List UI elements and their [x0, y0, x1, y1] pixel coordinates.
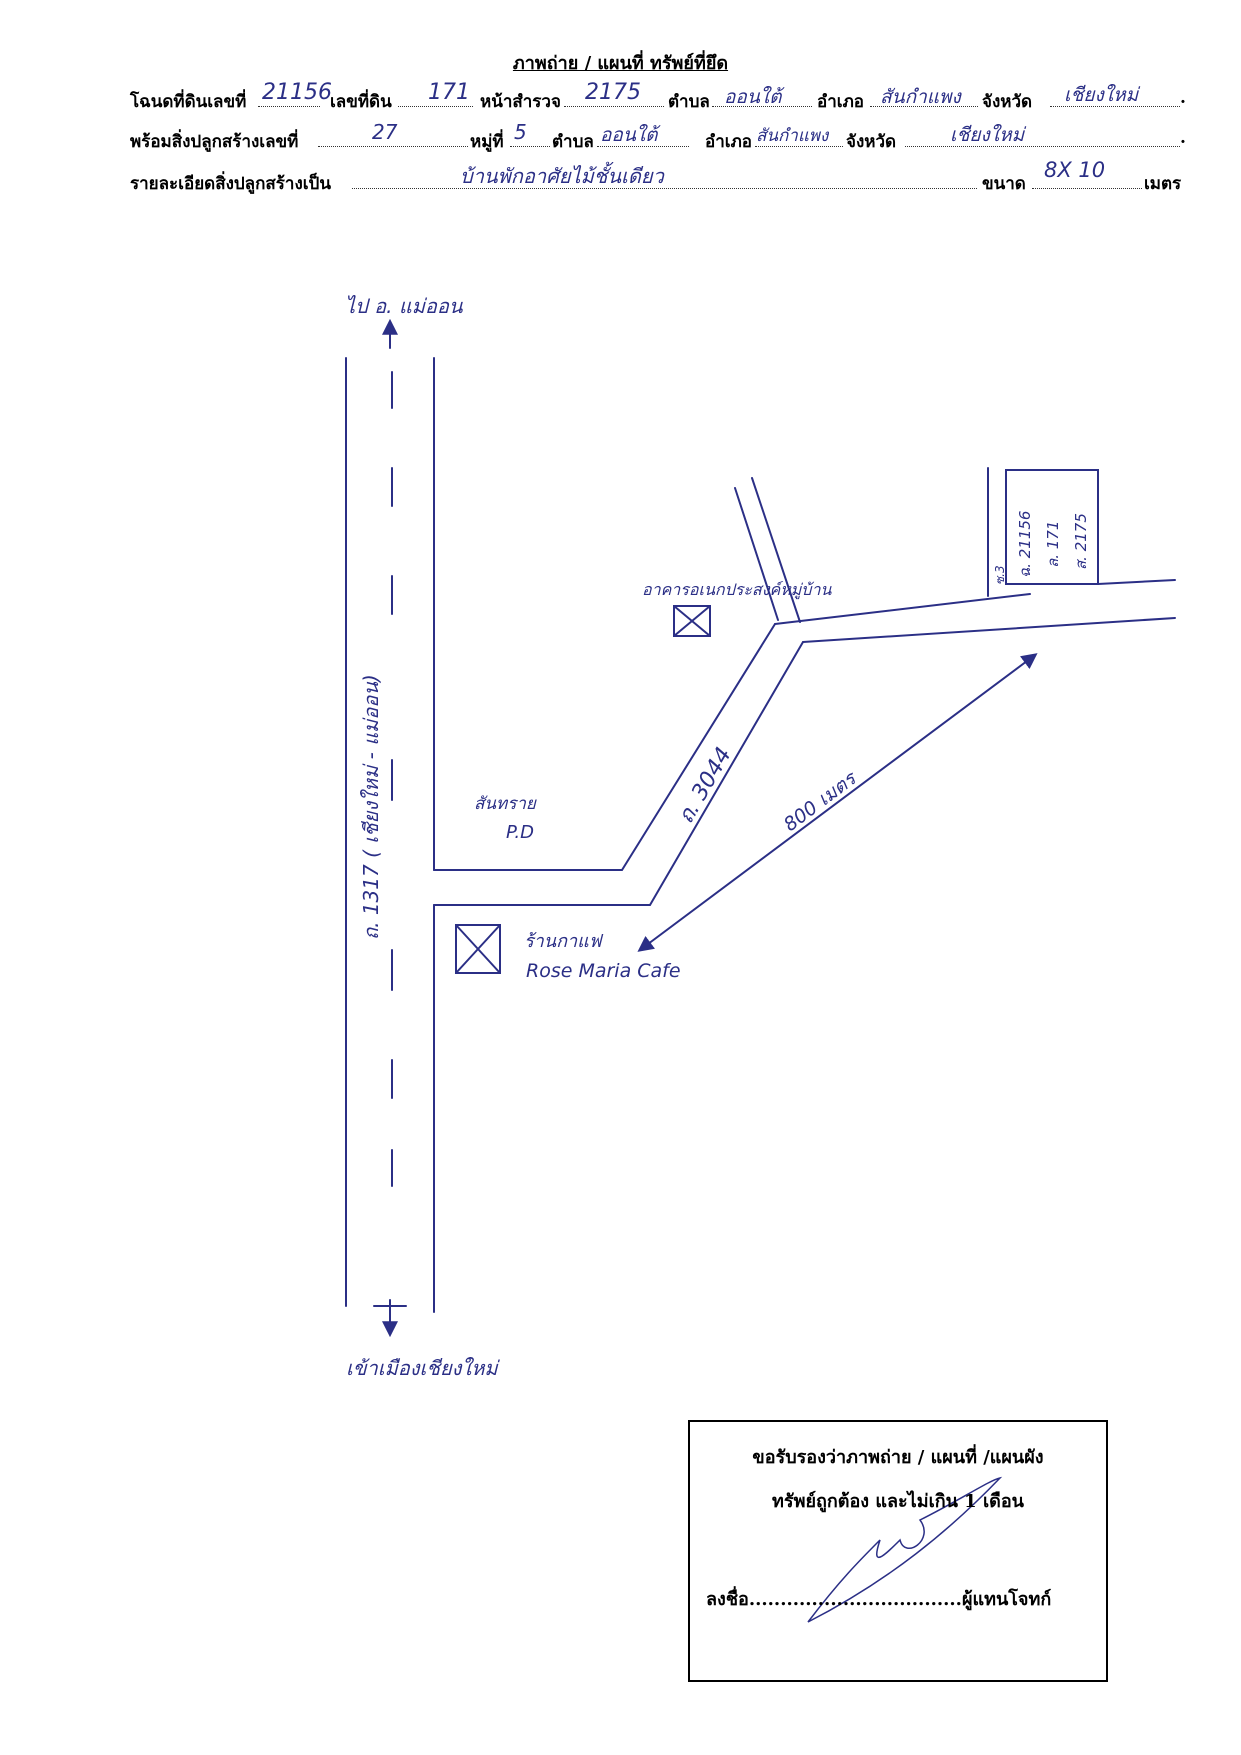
dotted-line [1050, 106, 1180, 107]
parcel-deed-label: ฉ. 21156 [1016, 511, 1034, 578]
dotted-line [755, 146, 843, 147]
building-label: พร้อมสิ่งปลูกสร้างเลขที่ [130, 132, 299, 152]
dotted-line [564, 106, 664, 107]
dotted-line [510, 146, 550, 147]
branch-road-edge-upper [433, 623, 776, 871]
signature [807, 1476, 1003, 1623]
moo-label: หมู่ที่ [470, 132, 504, 152]
district-value-2: สันกำแพง [756, 126, 829, 146]
province-label: จังหวัด [982, 92, 1033, 112]
dotted-line [870, 106, 978, 107]
dotted-line [1032, 188, 1142, 189]
branch-road-edge-lower [433, 641, 804, 906]
dotted-line [597, 146, 689, 147]
north-lane-edge-1 [734, 487, 779, 621]
land-no-label: เลขที่ดิน [330, 92, 392, 112]
district-value: สันกำแพง [880, 86, 961, 108]
dotted-line [352, 188, 977, 189]
distance-label: 800 เมตร [780, 766, 862, 836]
sign-role: ผู้แทนโจทก์ [961, 1589, 1052, 1610]
dotted-line [318, 146, 468, 147]
sign-label: ลงชื่อ [706, 1589, 749, 1610]
unit-label: เมตร [1144, 174, 1182, 194]
parcel-land-label: ล. 171 [1044, 521, 1062, 568]
signature-line: ลงชื่อ..................................… [706, 1584, 1051, 1613]
district-label-2: อำเภอ [705, 132, 752, 152]
dotted-line [712, 106, 812, 107]
subdistrict-label: ตำบล [668, 92, 710, 112]
north-lane-edge-2 [751, 477, 801, 623]
east-road-edge-upper [774, 593, 1031, 625]
subdistrict-value: ออนใต้ [724, 86, 782, 108]
detail-value: บ้านพักอาศัยไม้ชั้นเดียว [460, 164, 664, 188]
distance-arrow [637, 653, 1038, 952]
cafe-label-thai: ร้านกาแฟ [524, 931, 602, 952]
landmark-box-community-hall [673, 605, 711, 637]
subdistrict-label-2: ตำบล [552, 132, 594, 152]
dotted-line [905, 146, 1180, 147]
south-destination-label: เข้าเมืองเชียงใหม่ [346, 1356, 498, 1380]
moo-value: 5 [514, 120, 527, 144]
district-label: อำเภอ [817, 92, 864, 112]
detail-label: รายละเอียดสิ่งปลูกสร้างเป็น [130, 174, 331, 194]
province-label-2: จังหวัด [846, 132, 897, 152]
subdistrict-value-2: ออนใต้ [600, 124, 658, 146]
community-hall-label: อาคารอเนกประสงค์หมู่บ้าน [642, 580, 832, 599]
size-value: 8X 10 [1044, 158, 1106, 182]
landmark-box-cafe [455, 924, 501, 974]
certification-line-1: ขอรับรองว่าภาพถ่าย / แผนที่ /แผนผัง [752, 1447, 1044, 1468]
branch-road-label: ถ. 3044 [674, 743, 737, 828]
deed-value: 21156 [262, 80, 332, 105]
main-road-label: ถ. 1317 ( เชียงใหม่ - แม่ออน) [359, 674, 383, 940]
row-end-period: . [1180, 88, 1186, 108]
deed-label: โฉนดที่ดินเลขที่ [130, 92, 247, 112]
parcel-outline [1005, 469, 1099, 585]
province-value-2: เชียงใหม่ [950, 124, 1025, 146]
dotted-line [398, 106, 473, 107]
certification-box: ขอรับรองว่าภาพถ่าย / แผนที่ /แผนผัง ทรัพ… [688, 1420, 1108, 1682]
survey-label: หน้าสำรวจ [480, 92, 561, 112]
lane-label: ซ.3 [993, 565, 1007, 585]
page-title: ภาพถ่าย / แผนที่ ทรัพย์ที่ยึด [512, 53, 729, 74]
cafe-label-english: Rose Maria Cafe [526, 960, 681, 982]
land-no-value: 171 [428, 80, 470, 105]
row-end-period: . [1180, 128, 1186, 148]
building-value: 27 [372, 120, 398, 144]
parcel-survey-label: ส. 2175 [1072, 513, 1090, 570]
pd-label: P.D [506, 822, 534, 843]
north-destination-label: ไป อ. แม่ออน [345, 294, 463, 318]
sign-dots: .................................. [748, 1589, 962, 1610]
certification-line-2: ทรัพย์ถูกต้อง และไม่เกิน 1 เดือน [772, 1491, 1024, 1512]
size-label: ขนาด [982, 174, 1026, 194]
pd-area-label: สันทราย [474, 794, 536, 814]
dotted-line [258, 106, 320, 107]
survey-value: 2175 [585, 80, 641, 105]
province-value: เชียงใหม่ [1064, 84, 1139, 106]
east-road-edge-lower [802, 617, 1176, 643]
